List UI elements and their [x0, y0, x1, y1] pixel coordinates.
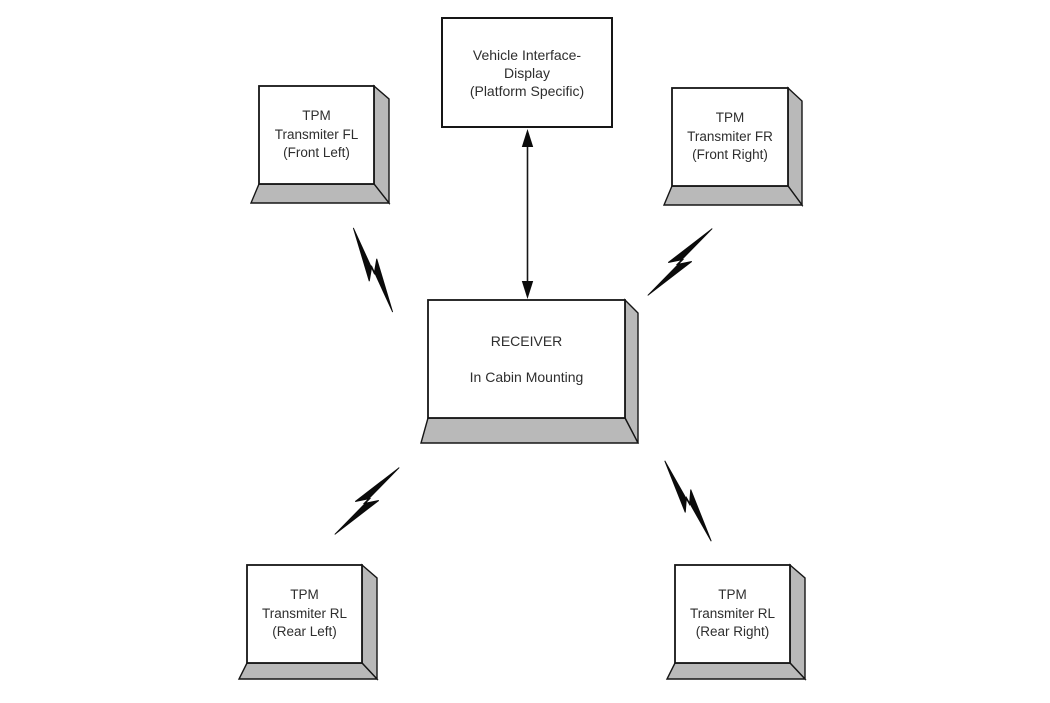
receiver-box-bottom-face [420, 417, 640, 444]
tpm-rr-side-face [789, 563, 806, 681]
tpm-rl-bottom-face [237, 662, 379, 680]
tpm-fr-front-face [671, 87, 789, 187]
receiver-box-front-face [427, 299, 626, 419]
tpm-front-left-box [249, 84, 391, 206]
tpm-fl-side-face [373, 84, 390, 206]
tpm-rear-left-box [237, 563, 379, 681]
rf-bolt-front-right-icon [647, 228, 713, 296]
rf-bolt-front-left-icon [352, 227, 394, 313]
tpm-fl-front-face [258, 85, 375, 185]
tpm-rr-bottom-face [665, 662, 807, 680]
tpm-rl-front-face [246, 564, 363, 664]
tpm-fl-bottom-face [249, 183, 391, 204]
tpm-rr-front-face [674, 564, 791, 664]
tpm-fr-bottom-face [662, 185, 804, 206]
display-receiver-arrow [521, 129, 534, 299]
display-box-face [441, 17, 613, 128]
tpm-fr-side-face [787, 86, 803, 208]
arrow-head-down-icon [521, 281, 534, 299]
receiver-box [420, 298, 640, 444]
rf-bolt-rear-right-icon [664, 460, 712, 542]
rf-bolt-rear-left-icon [334, 467, 400, 535]
arrow-head-up-icon [521, 129, 534, 147]
tpm-rl-side-face [361, 563, 378, 681]
vehicle-interface-display-box [441, 17, 613, 128]
tpm-front-right-box [662, 86, 804, 208]
tpm-rear-right-box [665, 563, 807, 681]
